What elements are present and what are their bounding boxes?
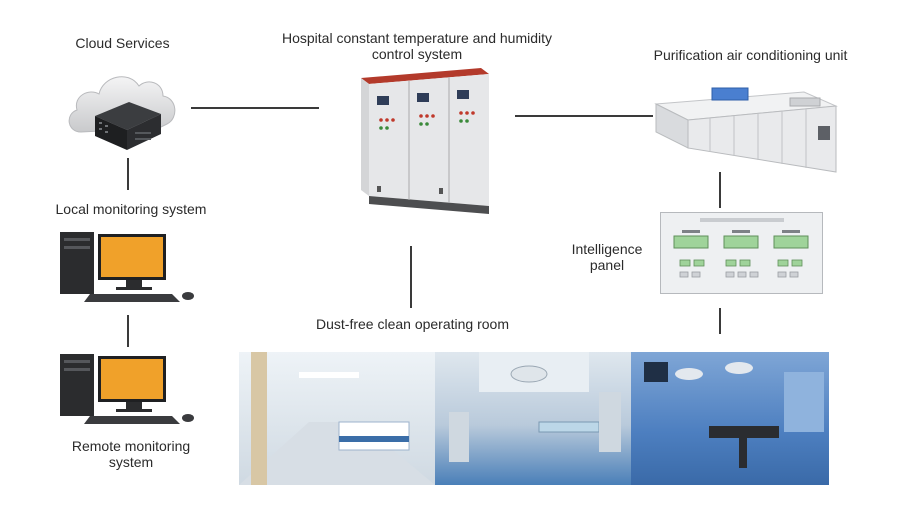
connector-ahu-to-panel	[719, 172, 721, 208]
operating-room-photos	[239, 352, 829, 485]
intelligence-panel-label-line2: panel	[589, 257, 625, 273]
connector-local-to-remote	[127, 315, 129, 347]
operating-room-label: Dust-free clean operating room	[316, 316, 509, 332]
intelligence-panel-label: Intelligence panel	[558, 241, 656, 273]
intelligence-panel-label-line1: Intelligence	[571, 241, 643, 257]
connector-cloud-to-cabinet	[191, 107, 319, 109]
connector-panel-to-room	[719, 308, 721, 334]
ahu-label: Purification air conditioning unit	[653, 47, 848, 63]
local-monitoring-label: Local monitoring system	[55, 201, 207, 217]
remote-monitoring-label-line2: system	[108, 454, 154, 470]
cloud-server-icon	[63, 62, 183, 150]
connector-cabinet-to-room	[410, 246, 412, 308]
local-monitoring-computer-icon	[58, 230, 198, 305]
remote-monitoring-label: Remote monitoring system	[55, 438, 207, 470]
remote-monitoring-computer-icon	[58, 352, 198, 427]
intelligence-panel-icon	[660, 212, 823, 294]
connector-cloud-to-local	[127, 158, 129, 190]
cloud-services-label: Cloud Services	[75, 35, 170, 51]
connector-cabinet-to-ahu	[515, 115, 653, 117]
air-handling-unit-icon	[654, 84, 839, 184]
control-system-label: Hospital constant temperature and humidi…	[281, 30, 553, 62]
control-cabinet-icon	[355, 66, 495, 222]
remote-monitoring-label-line1: Remote monitoring	[71, 438, 191, 454]
